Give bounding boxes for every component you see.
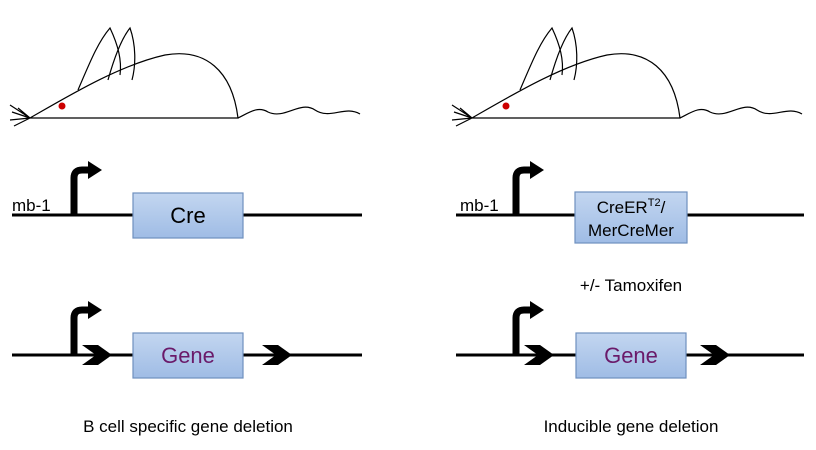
- right-gene-box: [575, 332, 687, 379]
- left-panel: mb-1 Cre Gene B cell specific gene delet…: [9, 26, 362, 436]
- right-panel: mb-1 CreERT2/ MerCreMer +/- Tamoxifen Ge…: [451, 26, 804, 436]
- right-creer-superscript: T2: [648, 197, 661, 209]
- right-promoter-label: mb-1: [460, 196, 499, 215]
- left-promoter-label: mb-1: [12, 196, 51, 215]
- treatment-label: +/- Tamoxifen: [580, 276, 682, 295]
- right-promoter-arrow-icon: [512, 166, 532, 215]
- right-mouse-eye-icon: [502, 102, 510, 110]
- left-gene-box: [132, 332, 244, 379]
- left-mouse-icon: [9, 26, 361, 127]
- right-gene-promoter-arrow-icon: [512, 306, 532, 355]
- left-cre-label: Cre: [170, 203, 205, 228]
- left-cre-box: [132, 192, 244, 239]
- right-creer-box: [574, 191, 688, 244]
- right-creer-slash: /: [661, 198, 666, 217]
- left-mouse-eye-icon: [58, 102, 66, 110]
- right-creer-label-line1: CreERT2/: [597, 197, 666, 217]
- right-promoter-arrowhead-icon: [530, 161, 544, 179]
- right-gene-label: Gene: [604, 343, 658, 368]
- right-creer-base: CreER: [597, 198, 648, 217]
- right-caption: Inducible gene deletion: [544, 417, 719, 436]
- left-promoter-arrow-icon: [70, 166, 90, 215]
- right-gene-promoter-arrowhead-icon: [530, 301, 544, 319]
- left-loxp-site-2-icon: [262, 345, 292, 365]
- left-promoter-arrowhead-icon: [88, 161, 102, 179]
- left-gene-promoter-arrow-icon: [70, 306, 90, 355]
- right-loxp-site-1-icon: [524, 345, 554, 365]
- left-caption: B cell specific gene deletion: [83, 417, 293, 436]
- right-creer-label-line2: MerCreMer: [588, 221, 674, 240]
- right-loxp-site-2-icon: [700, 345, 730, 365]
- left-gene-promoter-arrowhead-icon: [88, 301, 102, 319]
- right-mouse-icon: [451, 26, 803, 127]
- left-gene-label: Gene: [161, 343, 215, 368]
- left-loxp-site-1-icon: [82, 345, 112, 365]
